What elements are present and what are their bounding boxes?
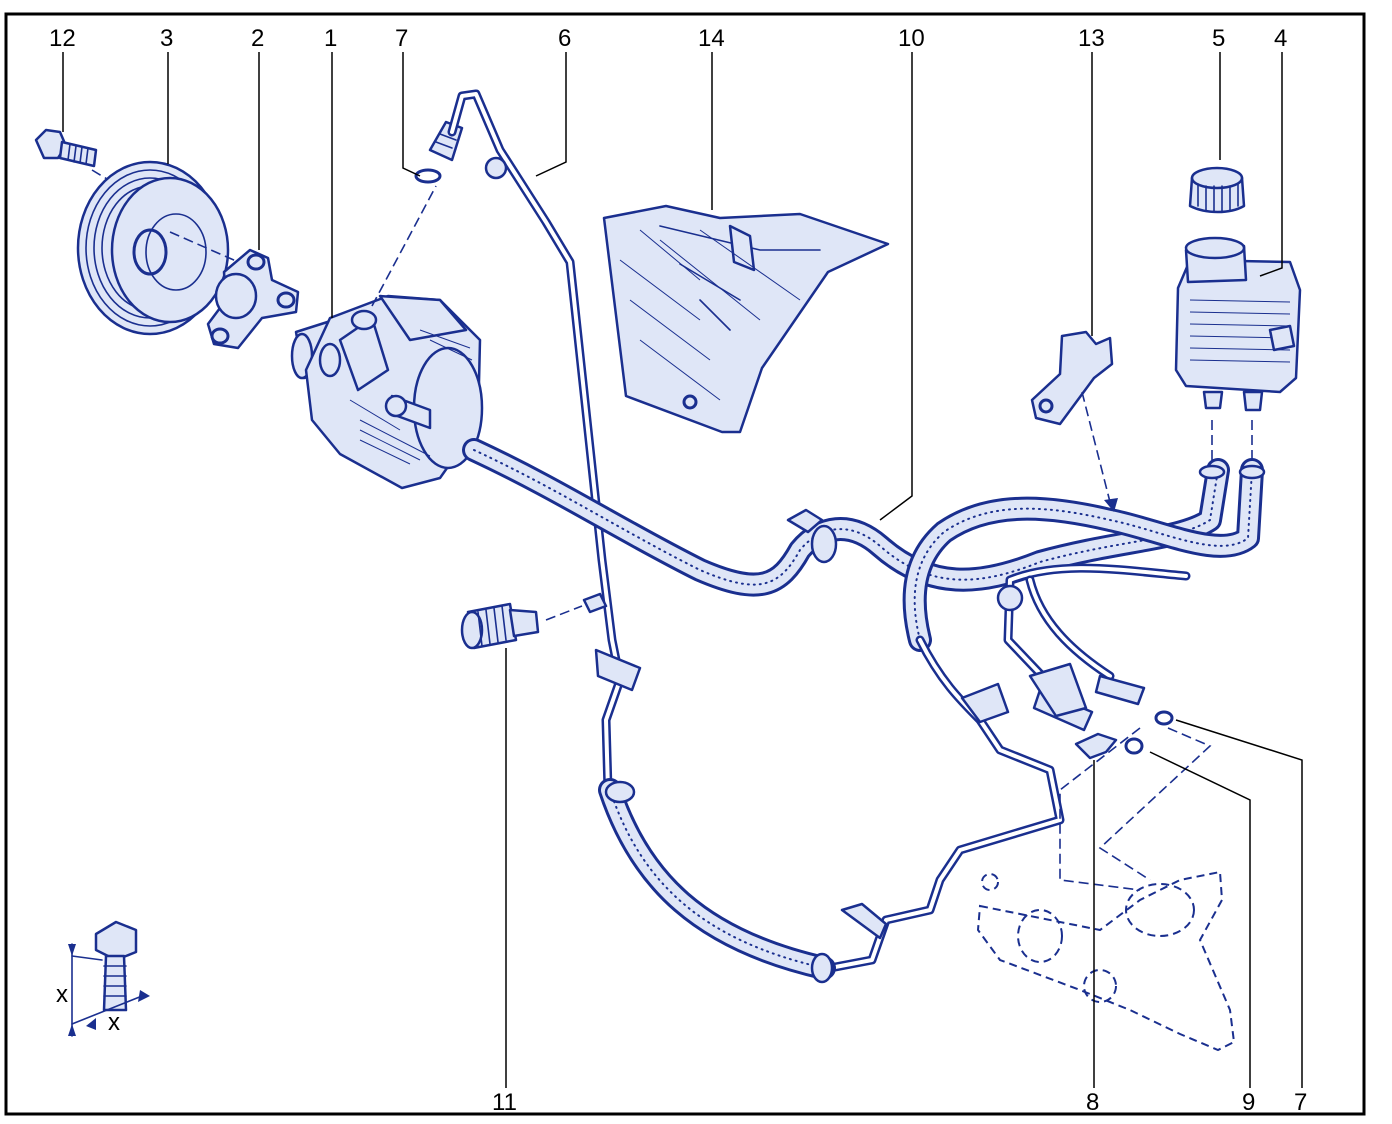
callout-14: 14 [698,25,725,52]
callout-11: 11 [492,1089,517,1116]
return-hose [902,420,1266,652]
part-14-heat-shield [602,204,890,434]
part-6-rigid-pipe [447,89,642,795]
callout-2: 2 [251,25,264,52]
callouts: 12 3 2 1 7 6 14 10 13 5 4 11 8 9 7 [49,25,1307,1116]
part-10-supply-hose [462,438,1230,597]
callout-9: 9 [1242,1089,1255,1116]
callout-13: 13 [1078,25,1105,52]
callout-5: 5 [1212,25,1225,52]
part-7-o-ring-top [414,120,464,184]
part-1-pump [290,185,484,490]
callout-4: 4 [1274,25,1287,52]
rack-feed-pipes [996,563,1191,732]
part-13-clip [1030,330,1118,512]
callout-8: 8 [1086,1089,1099,1116]
diagram-frame [4,12,1366,1116]
callout-7-bottom: 7 [1294,1089,1307,1116]
dimension-label-vertical: x [56,981,68,1008]
callout-3: 3 [160,25,173,52]
leader-lines [62,52,1303,1088]
callout-12: 12 [49,25,76,52]
bolt-dimension-symbol: x x [56,920,150,1037]
part-3-pulley [76,160,253,336]
dimension-label-horizontal: x [108,1009,120,1036]
part-5-reservoir-cap [1188,166,1246,214]
part-12-bolt [34,128,113,183]
part-8-bracket [1074,732,1118,760]
part-9-o-ring [1124,737,1144,755]
callout-7-top: 7 [395,25,408,52]
callout-10: 10 [898,25,925,52]
part-2-hub-flange [206,248,300,350]
callout-1: 1 [324,25,337,52]
part-4-reservoir [1174,236,1302,412]
lower-return-loop [598,635,1065,984]
part-7-o-ring-bottom [1154,710,1174,726]
callout-6: 6 [558,25,571,52]
part-11-pressure-switch [460,592,608,650]
steering-rack-outline [976,727,1236,1052]
